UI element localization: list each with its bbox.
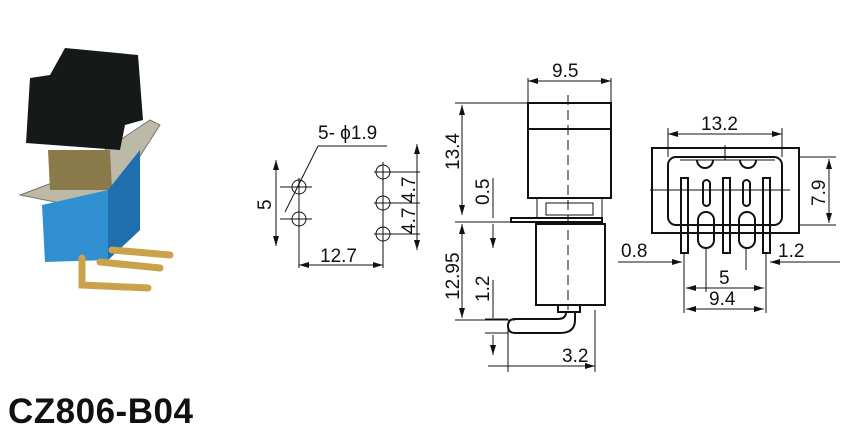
front-view: 13.2 7.9 0.8 1.2 5 9.4 bbox=[618, 114, 840, 313]
upper-height-label: 13.4 bbox=[443, 133, 464, 170]
product-photo bbox=[18, 48, 174, 292]
side-view: 9.5 13.4 0.5 12.95 1.2 3.2 bbox=[443, 61, 612, 372]
pin-width-label: 0.8 bbox=[621, 241, 647, 262]
bushing bbox=[48, 150, 112, 190]
side-width-label: 9.5 bbox=[552, 61, 578, 82]
pin-span-label: 9.4 bbox=[709, 289, 736, 310]
blue-body-side bbox=[108, 150, 140, 260]
hole-note-label: 5- ϕ1.9 bbox=[318, 123, 377, 144]
solder-pins bbox=[78, 246, 174, 292]
pcb-layout-view: 5- ϕ1.9 5 4.7 4.7 12.7 bbox=[255, 123, 420, 268]
pin-pitch-label: 5 bbox=[719, 268, 730, 289]
front-height-label: 7.9 bbox=[809, 180, 830, 206]
right-spacing-lower-label: 4.7 bbox=[399, 208, 420, 234]
lower-height-label: 12.95 bbox=[443, 252, 464, 300]
pin-offset-label: 3.2 bbox=[562, 346, 588, 367]
model-title: CZ806-B04 bbox=[8, 392, 194, 431]
rocker-cap bbox=[26, 48, 143, 150]
pin-end-label: 1.2 bbox=[778, 241, 804, 262]
pin-thickness-label: 1.2 bbox=[473, 276, 494, 302]
right-spacing-upper-label: 4.7 bbox=[399, 177, 420, 203]
row-spacing-label: 12.7 bbox=[320, 246, 357, 267]
front-width-label: 13.2 bbox=[701, 114, 738, 135]
left-spacing-label: 5 bbox=[255, 199, 276, 210]
flange-thickness-label: 0.5 bbox=[473, 179, 494, 205]
